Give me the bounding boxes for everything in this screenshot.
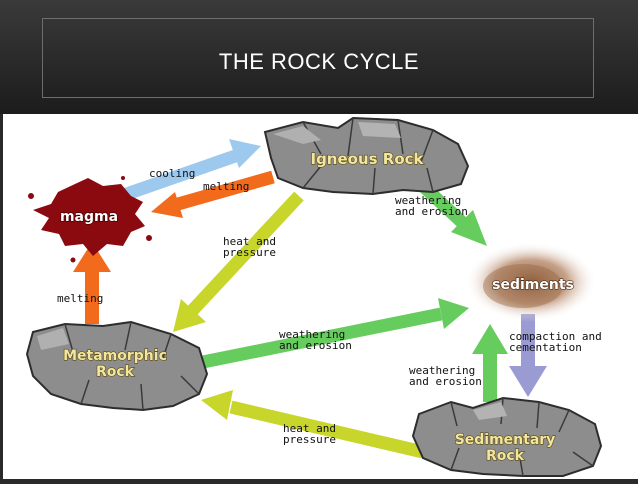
weathering-right-label-1: weathering xyxy=(409,364,475,377)
arrow-heat-pressure-top xyxy=(173,191,304,332)
arrow-compaction xyxy=(509,314,547,397)
weathering-right-label-2: and erosion xyxy=(409,375,482,388)
metamorphic-rock-node: Metamorphic Rock xyxy=(25,320,209,412)
sediments-node: sediments xyxy=(465,242,597,322)
weathering-top-label-2: and erosion xyxy=(395,205,468,218)
weathering-mid-label-2: and erosion xyxy=(279,339,352,352)
melting-left-label: melting xyxy=(57,292,103,305)
melting-top-label: melting xyxy=(203,180,249,193)
igneous-rock-label: Igneous Rock xyxy=(310,150,424,168)
heat-pressure-bottom-label-2: pressure xyxy=(283,433,336,446)
title-frame xyxy=(42,18,594,98)
weathering-mid-label-1: weathering xyxy=(279,328,345,341)
magma-label: magma xyxy=(60,209,118,225)
metamorphic-label-line1: Metamorphic xyxy=(63,348,167,364)
compaction-label-1: compaction and xyxy=(509,330,602,343)
sediments-label: sediments xyxy=(492,277,574,293)
arrow-melting-top xyxy=(151,170,275,218)
heat-pressure-top-label-1: heat and xyxy=(223,235,276,248)
arrow-weathering-right xyxy=(472,324,508,402)
compaction-label-2: cementation xyxy=(509,341,582,354)
heat-pressure-bottom-label-1: heat and xyxy=(283,422,336,435)
cooling-label: cooling xyxy=(149,167,195,180)
rock-cycle-diagram: Igneous Rock magma sediments xyxy=(25,116,603,477)
slide-title: THE ROCK CYCLE xyxy=(218,49,420,74)
arrow-heat-pressure-bottom xyxy=(201,390,425,459)
arrow-weathering-mid xyxy=(201,298,469,369)
sedimentary-label-line2: Rock xyxy=(486,448,525,464)
arrow-cooling xyxy=(118,139,261,203)
sedimentary-rock-node: Sedimentary Rock xyxy=(411,396,603,477)
sedimentary-label-line1: Sedimentary xyxy=(455,432,556,448)
diagram-panel: Igneous Rock magma sediments xyxy=(3,114,638,479)
igneous-rock-node: Igneous Rock xyxy=(263,116,470,196)
heat-pressure-top-label-2: pressure xyxy=(223,246,276,259)
magma-node: magma xyxy=(28,176,152,263)
title-bar xyxy=(0,0,638,114)
arrow-melting-left xyxy=(73,242,111,324)
metamorphic-label-line2: Rock xyxy=(96,364,135,380)
weathering-top-label-1: weathering xyxy=(395,194,461,207)
